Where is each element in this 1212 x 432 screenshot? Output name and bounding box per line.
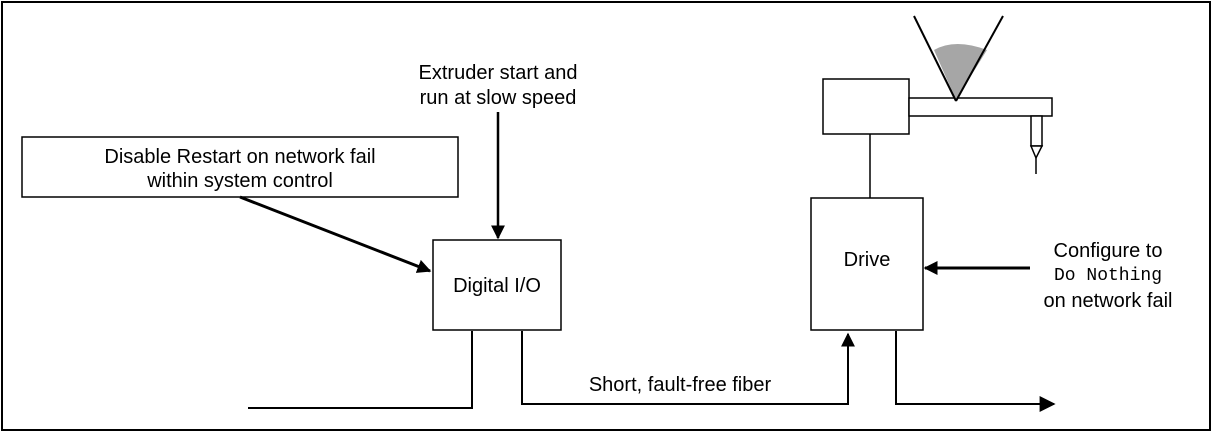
extruder-start-label-line2: run at slow speed: [419, 87, 577, 109]
extruder-machine-illustration: [822, 15, 1053, 174]
extruder-nozzle: [1029, 145, 1044, 160]
hopper-right-wall: [955, 15, 1004, 102]
hopper-left-wall: [913, 15, 957, 102]
network-line-left: [248, 331, 473, 409]
configure-label-line3: on network fail: [1043, 290, 1173, 312]
disable-restart-label-line1: Disable Restart on network fail: [104, 146, 376, 168]
digital-io-block: [432, 239, 562, 331]
motor-box: [822, 78, 910, 135]
disable-restart-arrow: [239, 195, 432, 273]
extruder-barrel: [908, 97, 1053, 117]
fiber-label: Short, fault-free fiber: [588, 374, 772, 396]
hopper-material: [934, 44, 987, 100]
extruder-die: [1030, 115, 1043, 147]
drive-label: Drive: [843, 249, 891, 271]
network-line-right: [895, 331, 1056, 412]
extruder-start-label-line1: Extruder start and: [418, 62, 578, 84]
digital-io-label: Digital I/O: [453, 275, 541, 297]
fiber-line: [521, 331, 855, 405]
drive-block: [810, 197, 924, 331]
configure-label-line2: Do Nothing: [1053, 266, 1163, 286]
configure-label-line1: Configure to: [1053, 240, 1163, 262]
disable-restart-label-line2: within system control: [147, 170, 333, 192]
